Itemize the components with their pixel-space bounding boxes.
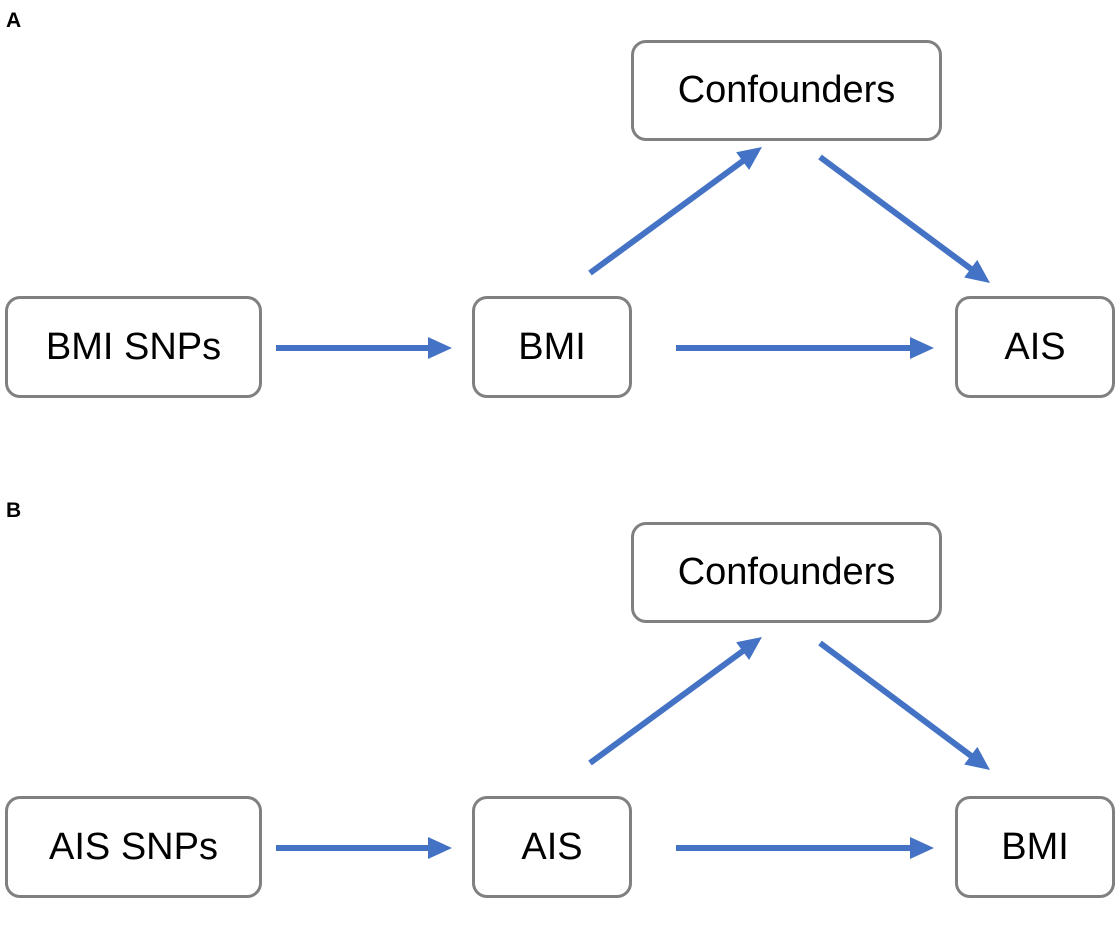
diagram-panel-b: B Confounders AIS SNPs AIS BMI: [0, 490, 1116, 941]
arrow-head: [736, 637, 762, 661]
panel-a-arrows: [276, 147, 990, 359]
arrow-head: [428, 837, 452, 859]
instrument-snps-node: BMI SNPs: [5, 296, 262, 398]
arrow-head: [910, 837, 934, 859]
arrow-exposure-to-confounders: [588, 147, 762, 276]
arrow-instrument-to-exposure: [276, 337, 452, 359]
arrow-shaft: [588, 157, 747, 276]
panel-b-arrows: [276, 637, 990, 859]
arrow-head: [910, 337, 934, 359]
exposure-node: AIS: [472, 796, 632, 898]
outcome-node: AIS: [955, 296, 1115, 398]
arrow-head: [428, 337, 452, 359]
arrow-head: [736, 147, 762, 171]
panel-label-a: A: [6, 9, 22, 32]
arrow-head: [964, 259, 990, 283]
confounders-node: Confounders: [631, 40, 942, 141]
arrow-shaft: [818, 640, 975, 760]
arrow-shaft: [818, 154, 975, 273]
arrow-head: [964, 746, 990, 770]
arrow-exposure-to-outcome: [676, 837, 934, 859]
outcome-node: BMI: [955, 796, 1115, 898]
arrow-confounders-to-outcome: [818, 154, 990, 283]
arrow-instrument-to-exposure: [276, 837, 452, 859]
arrow-exposure-to-outcome: [676, 337, 934, 359]
arrow-shaft: [588, 647, 747, 766]
diagram-panel-a: A Confounders BMI SNPs BMI AIS: [0, 0, 1116, 451]
exposure-node: BMI: [472, 296, 632, 398]
panel-label-b: B: [6, 499, 22, 522]
arrow-confounders-to-outcome: [818, 640, 990, 770]
arrow-exposure-to-confounders: [588, 637, 762, 766]
confounders-node: Confounders: [631, 522, 942, 623]
instrument-snps-node: AIS SNPs: [5, 796, 262, 898]
